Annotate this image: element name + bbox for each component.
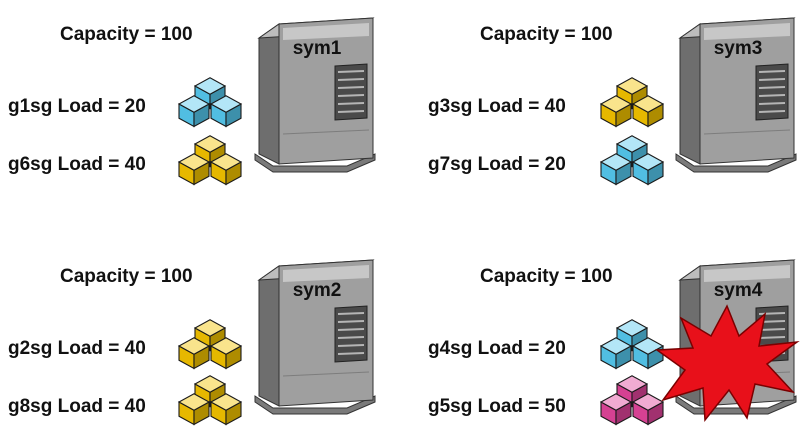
capacity-label-sym3: Capacity = 100 — [480, 24, 613, 45]
server-name-sym2: sym2 — [293, 280, 342, 301]
server-tower-icon: sym2 — [254, 259, 376, 415]
server-name-sym1: sym1 — [293, 38, 342, 59]
group-label-g4sg: g4sg Load = 20 — [428, 338, 566, 359]
cube-stack-icon — [177, 77, 243, 128]
group-label-g8sg: g8sg Load = 40 — [8, 396, 146, 417]
group-label-g2sg: g2sg Load = 40 — [8, 338, 146, 359]
server-tower-icon: sym3 — [675, 17, 797, 173]
group-label-g3sg: g3sg Load = 40 — [428, 96, 566, 117]
capacity-label-sym1: Capacity = 100 — [60, 24, 193, 45]
group-label-g5sg: g5sg Load = 50 — [428, 396, 566, 417]
group-label-g1sg: g1sg Load = 20 — [8, 96, 146, 117]
group-label-g6sg: g6sg Load = 40 — [8, 154, 146, 175]
server-name-sym4: sym4 — [714, 280, 763, 301]
failure-burst-shape — [654, 304, 800, 422]
cube-stack-icon — [599, 375, 665, 426]
cube-stack-icon — [599, 135, 665, 186]
cube-stack-icon — [177, 135, 243, 186]
group-label-g7sg: g7sg Load = 20 — [428, 154, 566, 175]
server-tower-icon: sym1 — [254, 17, 376, 173]
cube-stack-icon — [177, 375, 243, 426]
explosion-icon — [654, 304, 800, 422]
server-name-sym3: sym3 — [714, 38, 763, 59]
cube-stack-icon — [177, 319, 243, 370]
capacity-label-sym2: Capacity = 100 — [60, 266, 193, 287]
cube-stack-icon — [599, 77, 665, 128]
capacity-label-sym4: Capacity = 100 — [480, 266, 613, 287]
